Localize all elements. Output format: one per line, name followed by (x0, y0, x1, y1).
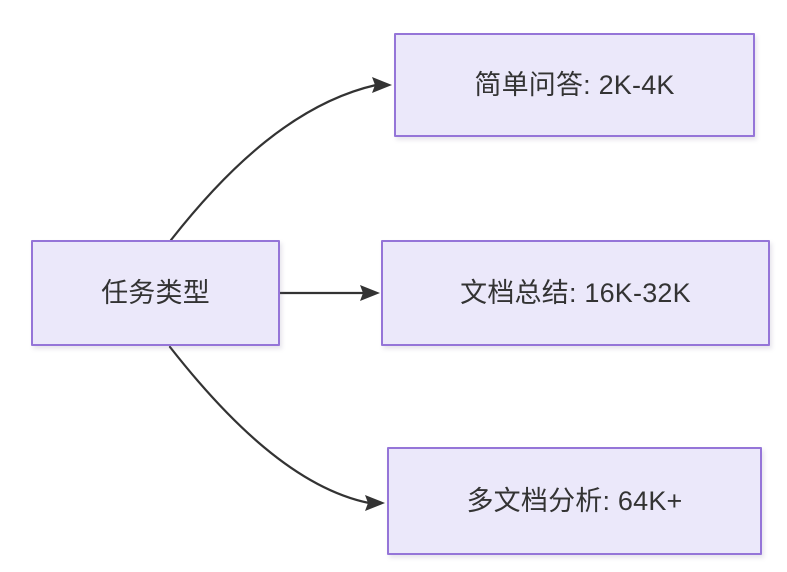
edge-to-simple-qa-path (169, 83, 378, 242)
node-task-type-label: 任务类型 (101, 277, 210, 308)
node-simple-qa-label: 简单问答: 2K-4K (474, 69, 675, 100)
node-simple-qa[interactable]: 简单问答: 2K-4K (394, 33, 755, 137)
edge-to-doc-summary-arrowhead (360, 285, 380, 301)
node-doc-summary[interactable]: 文档总结: 16K-32K (381, 240, 770, 346)
edge-to-multi-doc-arrowhead (365, 495, 385, 511)
edge-to-multi-doc (168, 345, 385, 511)
node-doc-summary-label: 文档总结: 16K-32K (460, 277, 691, 308)
node-task-type[interactable]: 任务类型 (31, 240, 280, 346)
edge-to-multi-doc-path (168, 345, 371, 505)
node-multi-doc[interactable]: 多文档分析: 64K+ (387, 447, 762, 555)
edge-to-doc-summary (278, 285, 380, 301)
node-multi-doc-label: 多文档分析: 64K+ (466, 485, 683, 516)
edge-to-simple-qa (169, 77, 392, 242)
edge-to-simple-qa-arrowhead (372, 77, 392, 93)
